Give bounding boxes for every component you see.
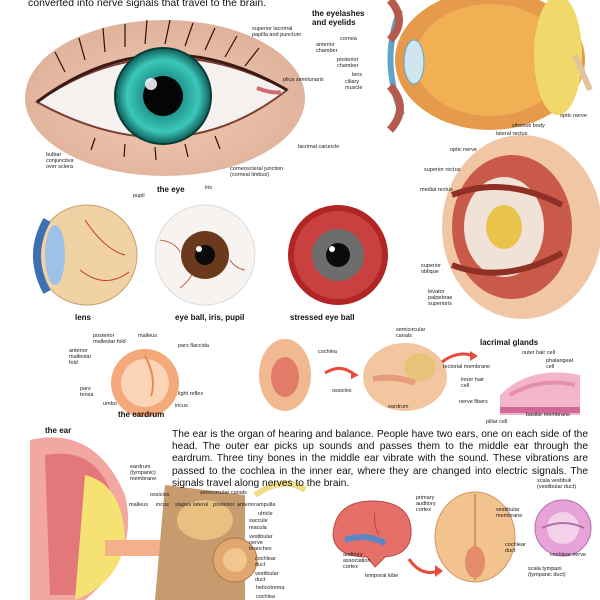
eardrum-illustration (111, 349, 179, 417)
eye-muscles-illustration (442, 135, 600, 319)
iris-eyeball-illustration (154, 204, 256, 306)
label-vitreous-body: vitreous body (512, 123, 545, 129)
label-posterior: posterior (213, 502, 235, 508)
label-vestibular-branches: vestibular nerve branches (249, 534, 273, 552)
label-temporal-lobe: temporal lobe (365, 573, 399, 579)
label-incus-ear: incus (156, 502, 169, 508)
label-utricle: utricle (258, 511, 273, 517)
label-lacrimal-papilla: superior lacrimal papilla and punctum (252, 26, 302, 38)
caption-the-eardrum: the eardrum (118, 410, 165, 419)
label-cochlear-duct-section: cochlear duct (505, 542, 526, 554)
label-superior-oblique: superior oblique (421, 263, 441, 275)
label-inner-hair-cell: inner hair cell (461, 377, 484, 389)
label-primary-auditory-cortex: primary auditory cortex (416, 495, 436, 513)
label-posterior-malleolar-fold: posterior malleolar fold (93, 333, 126, 345)
ear-illustration (30, 437, 307, 600)
label-saccule: saccule (249, 518, 268, 524)
caption-eyelashes-eyelids: the eyelashes and eyelids (312, 9, 365, 27)
arrow-to-brain-top (407, 558, 443, 577)
brain-top-illustration (434, 491, 516, 583)
label-plica-semilunaris: plica semilunaris (283, 77, 324, 83)
lens-eyeball-illustration (33, 204, 138, 306)
caption-eyeball-iris-pupil: eye ball, iris, pupil (175, 313, 245, 322)
label-lateral-rectus: lateral rectus (496, 131, 528, 137)
label-basilar-membrane: basilar membrane (526, 412, 571, 418)
label-cochlear-nerve: cochlear nerve (550, 552, 587, 558)
label-cochlea-small: cochlea (318, 349, 337, 355)
label-stapes-ear: stapes (175, 502, 192, 508)
label-posterior-chamber: posterior chamber (337, 57, 359, 69)
label-semicircular-canals: semicircular canals (200, 490, 247, 496)
stressed-eyeball-illustration (288, 205, 388, 305)
eye-illustration (25, 19, 305, 176)
label-levator: levator palpebrae superioris (428, 289, 453, 307)
label-superior-rectus: superior rectus (424, 167, 461, 173)
label-anterior: anterior (237, 502, 256, 508)
label-cochlea-ear: cochlea (256, 594, 275, 600)
arrow-to-corti (441, 351, 478, 364)
label-pupil: pupil (133, 193, 145, 199)
intro-text: converted into nerve signals that travel… (28, 0, 267, 9)
caption-stressed-eyeball: stressed eye ball (290, 313, 355, 322)
label-auditory-association-cortex: auditory association cortex (343, 552, 371, 570)
label-pillar-cell: pillar cell (486, 419, 508, 425)
ear-description-paragraph: The ear is the organ of hearing and bala… (172, 429, 588, 489)
caption-lens: lens (75, 313, 92, 322)
eyelid-section-illustration (386, 0, 593, 133)
label-tectorial-membrane: tectorial membrane (443, 364, 491, 370)
label-semicircular-small: semicircular canals (396, 327, 426, 339)
label-anterior-chamber: anterior chamber (316, 42, 338, 54)
label-anterior-malleolar-fold: anterior malleolar fold (69, 348, 92, 366)
head-ear-illustration (259, 339, 447, 411)
label-ampulla: ampulla (256, 502, 276, 508)
cochlea-section-illustration (534, 499, 592, 557)
label-lens-top: lens (352, 72, 363, 78)
label-ciliary-muscle: ciliary muscle (345, 79, 363, 91)
label-outer-hair-cell: outer hair cell (522, 350, 556, 356)
label-cornea: cornea (340, 36, 357, 42)
label-scala-tympani: scala tympani (tympanic duct) (528, 566, 566, 578)
label-nerve-fibers: nerve fibers (459, 399, 488, 405)
label-malleus-ear: malleus (129, 502, 148, 508)
label-lateral: lateral (193, 502, 208, 508)
label-ossicles-ear: ossicles (150, 492, 170, 498)
label-pars-tensa: pars tensa (80, 386, 94, 398)
label-bulbar-conjunctiva: bulbar conjunctiva over sclera (46, 152, 74, 170)
label-incus-eardrum: incus (175, 403, 188, 409)
label-malleus-eardrum: malleus (138, 333, 157, 339)
organ-of-corti-illustration (500, 372, 580, 415)
label-umbo: umbo (103, 401, 117, 407)
label-optic-nerve-mid: optic nerve (450, 147, 477, 153)
label-vestibular-membrane: vestibular membrane (496, 507, 523, 519)
label-eardrum-small: eardrum (388, 404, 409, 410)
label-ossicles-small: ossicles (332, 388, 352, 394)
label-helicotrema: helicotrema (256, 585, 285, 591)
label-optic-nerve-top: optic nerve (560, 113, 587, 119)
label-corneoscleral: corneoscleral junction (corneal limbus) (230, 166, 284, 178)
label-lacrimal-caruncle: lacrimal caruncle (298, 144, 340, 150)
label-cochlear-duct: cochlear duct (255, 556, 276, 568)
caption-lacrimal-glands: lacrimal glands (480, 338, 539, 347)
caption-the-eye: the eye (157, 185, 185, 194)
label-light-reflex: light reflex (178, 391, 204, 397)
label-phalangeal-cell: phalangeal cell (546, 358, 573, 370)
caption-the-ear: the ear (45, 426, 72, 435)
label-pars-flaccida: pars flaccida (178, 343, 209, 349)
label-vestibular-duct: vestibular duct (255, 571, 279, 583)
label-eardrum-tympanic: eardrum (tympanic) membrane (130, 464, 157, 482)
label-medial-rectus: medial rectus (420, 187, 453, 193)
label-scala-vestibuli: scala vestibuli (vestibular duct) (537, 478, 577, 490)
brain-side-illustration (332, 500, 412, 568)
label-iris: iris (205, 185, 213, 191)
label-macula: macula (249, 525, 267, 531)
